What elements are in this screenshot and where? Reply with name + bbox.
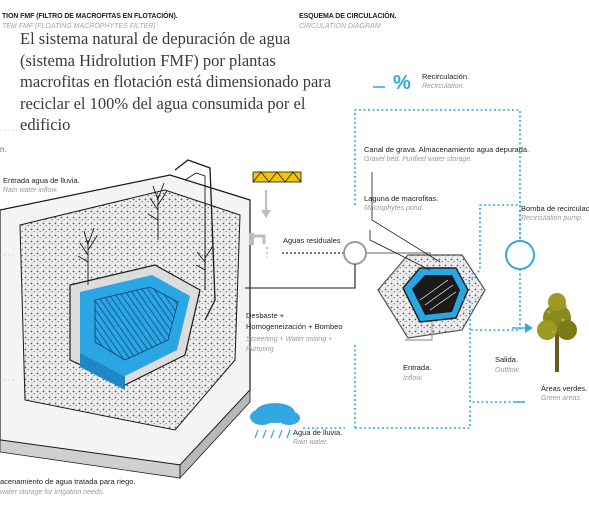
faucet-icon <box>249 233 269 258</box>
entry-label: Entrada. <box>403 363 432 372</box>
recirculation-pump-node <box>505 240 535 270</box>
pretreatment-node <box>343 241 367 265</box>
irrigation-storage-label: acenamiento de agua tratada para riego. <box>0 477 136 486</box>
right-panel-title: ESQUEMA DE CIRCULACIÓN. <box>299 13 397 20</box>
rain-inflow-translation: Rain water inflow. <box>3 187 58 194</box>
filter-trees <box>77 182 214 290</box>
circulation-diagram <box>245 86 577 439</box>
recirculation-label: Recirculación. <box>422 72 470 81</box>
screening-label: Desbaste + Homogeneización + Bombeo <box>246 311 343 331</box>
recirculation-loop <box>354 109 521 240</box>
gravel-bed-translation: Gravel bed. Purified water storage. <box>364 156 473 163</box>
roof-collector-icon <box>252 171 302 183</box>
floating-macrophytes-mat <box>94 286 179 361</box>
exit-translation: Outflow. <box>495 367 521 374</box>
irrigation-storage-translation: water storage for irrigation needs. <box>0 489 105 496</box>
percent-symbol: % <box>393 72 411 94</box>
entry-translation: Inflow. <box>403 375 423 382</box>
rain-return-loop <box>354 345 471 429</box>
tree-icon <box>537 293 577 372</box>
green-areas-label: Áreas verdes. <box>541 384 588 393</box>
macrophytes-pond-label: Laguna de macrofitas. <box>364 194 439 203</box>
recirculation-pump-label: Bomba de recirculació <box>521 204 589 213</box>
gravel-bed-label: Canal de grava. Almacenamiento agua depu… <box>364 145 530 154</box>
macrophytes-pond <box>412 275 460 315</box>
recirculation-translation: Recirculation. <box>422 83 465 90</box>
left-side-marker: n. <box>0 145 7 154</box>
overlay-description: El sistema natural de depuración de agua… <box>20 29 332 134</box>
wastewater-label: Aguas residuales <box>283 236 341 245</box>
screening-translation: Screening + Water mixing + Pumping <box>246 336 333 353</box>
left-panel-subtitle: TEM FMF (FLOATING MACROPHYTES FILTER) <box>2 23 156 30</box>
canopy-frame <box>174 159 216 321</box>
rain-water-label: Agua de lluvia. <box>293 428 343 437</box>
outflow-line <box>462 299 525 403</box>
rain-cloud-icon <box>250 403 300 439</box>
left-filter-diagram <box>0 129 251 480</box>
exit-label: Salida. <box>495 355 518 364</box>
left-panel-title: ΤΙΟΝ FMF (FILTRO DE MACROFITAS EN FLOTAC… <box>2 13 178 20</box>
recirculation-pump-translation: Recirculation pump. <box>521 215 583 222</box>
green-areas-translation: Green areas. <box>541 395 582 402</box>
rain-inflow-label: Entrada agua de lluvia. <box>3 176 80 185</box>
macrophytes-pond-translation: Macrophytes pond. <box>364 205 424 212</box>
right-panel-subtitle: CIRCULATION DIAGRAM <box>299 23 381 30</box>
rain-water-translation: Rain water. <box>293 439 329 446</box>
